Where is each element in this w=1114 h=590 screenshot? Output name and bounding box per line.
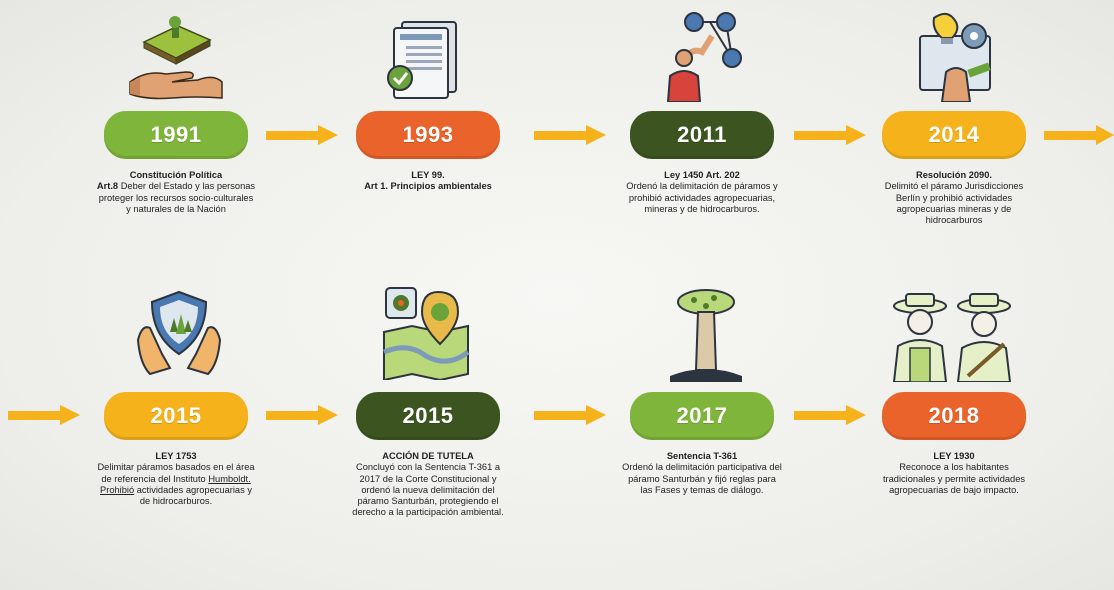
arrow-right-icon — [794, 125, 866, 145]
milestone-title: LEY 1930 — [933, 451, 975, 461]
milestone-text: actividades agropecuarias y de hidrocarb… — [136, 484, 252, 507]
milestone-2015-ley1753-description: LEY 1753 Delimitar páramos basados en el… — [96, 451, 256, 507]
arrow-right-icon — [8, 405, 80, 425]
year-pill-2011: 2011 — [630, 111, 774, 159]
milestone-text: Reconoce a los habitantes tradicionales … — [882, 462, 1026, 495]
milestone-2011-description: Ley 1450 Art. 202 Ordenó la delimitación… — [622, 170, 782, 215]
year-pill-2017: 2017 — [630, 392, 774, 440]
milestone-2014-description: Resolución 2090. Delimitó el páramo Juri… — [874, 170, 1034, 226]
year-pill-1991: 1991 — [104, 111, 248, 159]
tree-icon — [670, 289, 742, 382]
year-pill-2015-b: 2015 — [356, 392, 500, 440]
milestone-title: Ley 1450 Art. 202 — [664, 170, 740, 180]
milestone-text: Ordenó la delimitación participativa del… — [622, 462, 782, 495]
milestone-lead: Art.8 — [96, 181, 119, 192]
milestone-text: Deber del Estado y las personas proteger… — [98, 181, 256, 214]
milestone-2018-description: LEY 1930 Reconoce a los habitantes tradi… — [874, 451, 1034, 496]
arrow-right-icon — [534, 125, 606, 145]
arrow-right-icon — [266, 125, 338, 145]
farmers-icon — [892, 293, 1012, 382]
year-pill-2018: 2018 — [882, 392, 1026, 440]
milestone-text-pre: Delimitar páramos basados en el área de … — [97, 462, 255, 484]
milestone-1991-description: Constitución Política Art.8 Deber del Es… — [96, 170, 256, 215]
milestone-2017-description: Sentencia T-361 Ordenó la delimitación p… — [622, 451, 782, 496]
arrow-right-icon — [266, 405, 338, 425]
milestone-lead: Art 1. Principios ambientales — [364, 181, 492, 192]
hands-shield-forest-icon — [136, 290, 222, 376]
idea-gear-icon — [919, 12, 991, 102]
arrow-right-icon — [534, 405, 606, 425]
milestone-1993-description: LEY 99. Art 1. Principios ambientales — [348, 170, 508, 193]
year-pill-2015-a: 2015 — [104, 392, 248, 440]
milestone-title: Sentencia T-361 — [666, 451, 738, 461]
milestone-2015-tutela-description: ACCIÓN DE TUTELA Concluyó con la Sentenc… — [348, 451, 508, 519]
map-location-icon — [383, 287, 470, 380]
milestone-title: ACCIÓN DE TUTELA — [382, 451, 474, 461]
milestone-text: Concluyó con la Sentencia T-361 a 2017 d… — [352, 462, 504, 518]
milestone-text-underline: Humboldt. Prohibió — [100, 473, 251, 495]
milestone-text: Ordenó la delimitación de páramos y proh… — [626, 181, 778, 214]
arrow-right-icon — [1044, 125, 1114, 145]
hand-holding-land-icon — [129, 16, 223, 100]
milestone-title: Resolución 2090. — [916, 170, 992, 180]
arrow-right-icon — [794, 405, 866, 425]
milestone-title: LEY 99. — [411, 170, 445, 180]
milestone-title: Constitución Política — [129, 170, 223, 180]
person-network-icon — [666, 12, 742, 102]
year-pill-1993: 1993 — [356, 111, 500, 159]
year-pill-2014: 2014 — [882, 111, 1026, 159]
milestone-title: LEY 1753 — [155, 451, 197, 461]
milestone-text: Delimitó el páramo Jurisdicciones Berlín… — [884, 181, 1024, 226]
document-check-icon — [387, 21, 457, 99]
